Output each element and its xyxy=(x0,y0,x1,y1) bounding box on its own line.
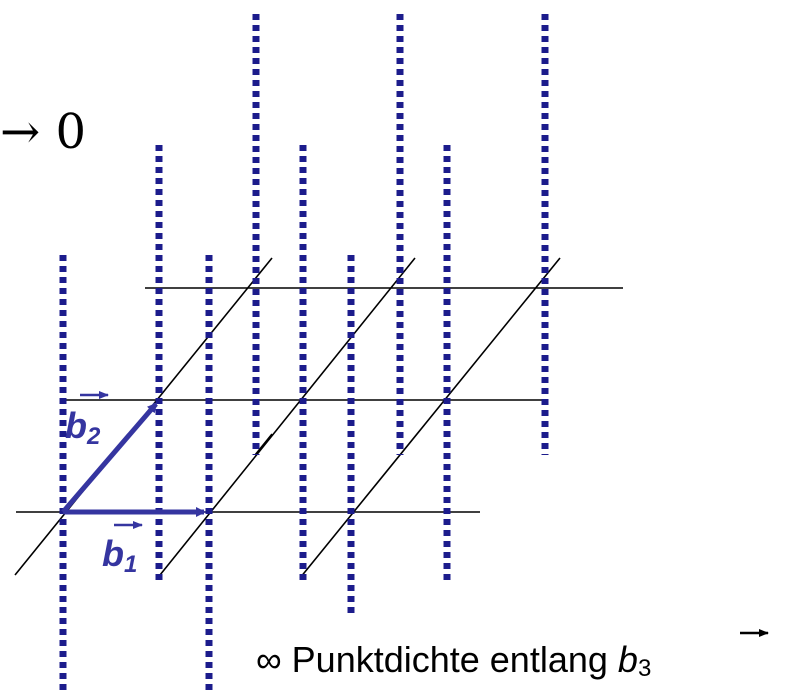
limit-label: → 0 xyxy=(0,104,87,160)
basis-vectors xyxy=(61,402,206,517)
diagonal-line-2 xyxy=(159,257,416,576)
caption-vector-b3-subscript: 3 xyxy=(637,655,652,682)
caption: ∞ Punktdichte entlang b3 xyxy=(256,642,651,681)
dotted-columns xyxy=(59,14,549,695)
vector-b2-arrow xyxy=(61,402,158,514)
vector-b2-label: b2 xyxy=(65,408,100,449)
vector-b2-symbol: b xyxy=(65,405,87,446)
vector-b1-symbol: b xyxy=(102,533,124,574)
horizontal-lattice-lines xyxy=(16,287,623,513)
vector-b1-label: b1 xyxy=(102,536,137,577)
caption-vector-b3: b xyxy=(617,639,638,680)
diagonal-line-3 xyxy=(254,433,273,456)
vector-label-arrows xyxy=(80,391,769,637)
vector-b2-subscript: 2 xyxy=(87,423,101,450)
vector-b1-subscript: 1 xyxy=(124,551,138,578)
diagonal-line-4 xyxy=(299,257,561,579)
caption-text: ∞ Punktdichte entlang xyxy=(256,639,608,680)
